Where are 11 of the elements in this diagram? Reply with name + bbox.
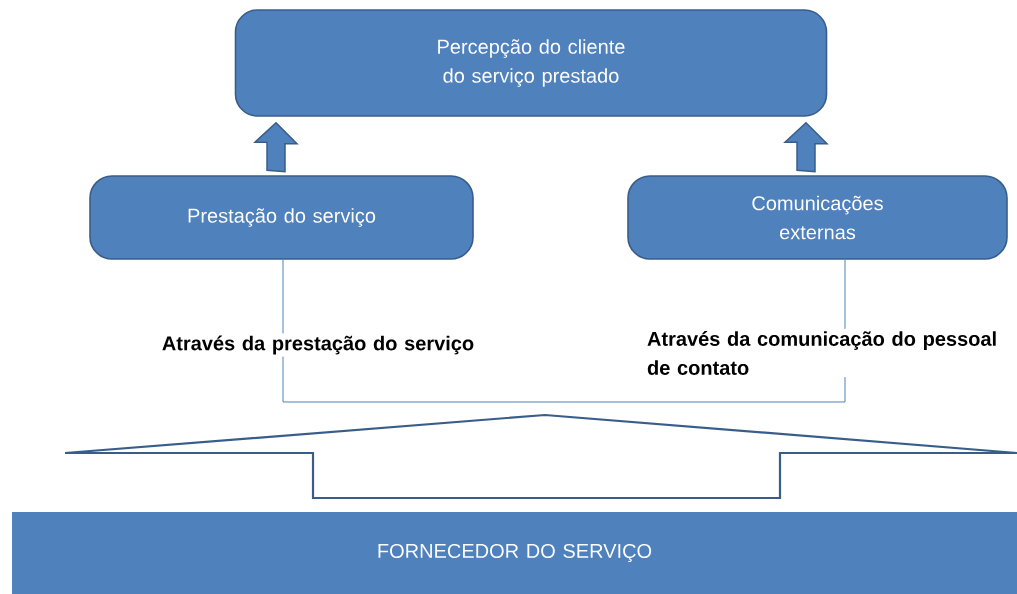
rounded-box: Percepção do cliente do serviço prestado [234,9,828,117]
connector-line [282,356,846,403]
text-label: Através da comunicação do pessoal de contato [647,331,996,375]
text-label: Através da prestação do serviço [162,335,474,355]
connector-line [282,259,284,334]
connector-line [844,259,846,330]
block-arrow [783,121,829,173]
rounded-box: Prestação do serviço [89,175,474,260]
block-arrow [253,121,299,173]
rounded-box: Comunicações externas [627,175,1008,260]
base-bar: FORNECEDOR DO SERVIÇO [12,512,1017,594]
